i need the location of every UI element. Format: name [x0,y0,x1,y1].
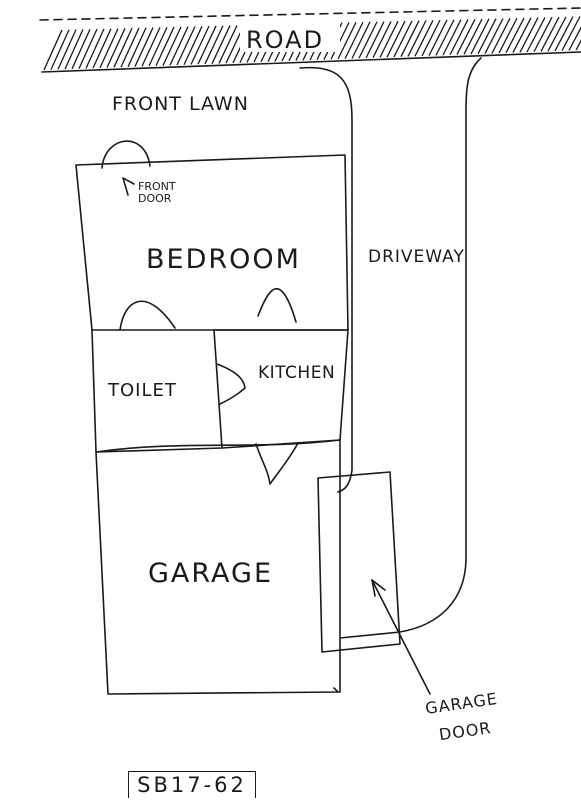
road-hatch-line [561,16,581,52]
road-hatch-line [337,22,357,60]
road-hatch-line [470,18,490,55]
road-hatch-line [351,21,371,59]
road-hatch-line [218,25,238,64]
road-hatch-line [127,27,147,68]
road-hatch-line [407,20,427,57]
road-hatch-line [134,27,154,67]
road-hatch-line [43,29,63,71]
toilet-label: TOILET [107,380,177,401]
road-hatch-line [50,29,70,70]
road-hatch-line [169,26,189,66]
road-hatch-line [533,16,553,53]
road-hatch-line [379,20,399,58]
road-hatch-line [540,16,560,52]
driveway: DRIVEWAY [299,57,482,639]
road-hatch-line [421,19,441,57]
road-hatch-line [575,39,581,51]
road-hatch-line [358,21,378,59]
road-hatch-line [99,28,119,69]
road-hatch-line [85,28,105,69]
road-hatch-line [386,20,406,58]
garage-label: GARAGE [148,558,273,589]
road-hatch-line [204,25,224,65]
road-hatch-line [190,25,210,65]
kitchen-label: KITCHEN [258,363,335,383]
road-hatch-line [484,18,504,54]
road-hatch-line [148,26,168,67]
bedroom: FRONT DOOR BEDROOM [75,140,349,331]
road-hatch-line [162,26,182,66]
road-hatch-line [554,16,574,52]
road-hatch-line [106,28,126,68]
front-door-arrow [122,177,135,196]
road-hatch-line [498,17,518,54]
road-hatch-line [568,26,581,51]
road-hatch-line [512,17,532,53]
road-hatch-line [183,26,203,66]
road-label: ROAD [246,26,324,54]
road-hatch-line [78,28,98,69]
driveway-label: DRIVEWAY [368,247,465,267]
bedroom-label: BEDROOM [146,244,301,275]
road-hatch-line [491,18,511,54]
road-hatch-line [120,27,140,68]
road-hatch-line [176,26,196,66]
road-hatch-line [57,29,77,70]
road-hatch-line [155,26,175,67]
road-hatch-line [92,28,112,69]
road-hatch-line [477,18,497,55]
road-hatch-line [442,19,462,56]
road-hatch-line [393,20,413,58]
road-hatch-line [414,20,434,57]
road-hatch-line [141,27,161,67]
road: ROAD [39,7,581,73]
road-hatch-line [519,17,539,53]
road-hatch-line [71,28,91,70]
road-hatch-line [463,18,483,55]
garage: GARAGE [95,439,341,695]
road-hatch-line [372,21,392,59]
garage-door-label: GARAGE DOOR [424,688,509,746]
road-hatch-line [428,19,448,56]
road-hatch-line [505,17,525,54]
garage-door: GARAGE DOOR [317,471,509,746]
road-hatch-line [344,21,364,60]
road-hatch-line [449,19,469,56]
front-lawn-label: FRONT LAWN [112,93,249,115]
road-hatch-line [456,18,476,55]
toilet: TOILET [91,329,246,453]
sheet-id-label: SB17-62 [128,771,256,798]
road-hatch-line [64,29,84,70]
road-hatch-line [400,20,420,57]
road-hatch-line [197,25,217,65]
road-hatch-line [526,17,546,53]
front-door-label: FRONT DOOR [138,180,179,205]
road-hatch-line [211,25,231,64]
road-hatch-line [113,27,133,68]
road-hatch-line [435,19,455,56]
kitchen: KITCHEN [213,329,349,485]
road-hatch-line [547,16,567,52]
road-hatch-line [365,21,385,59]
